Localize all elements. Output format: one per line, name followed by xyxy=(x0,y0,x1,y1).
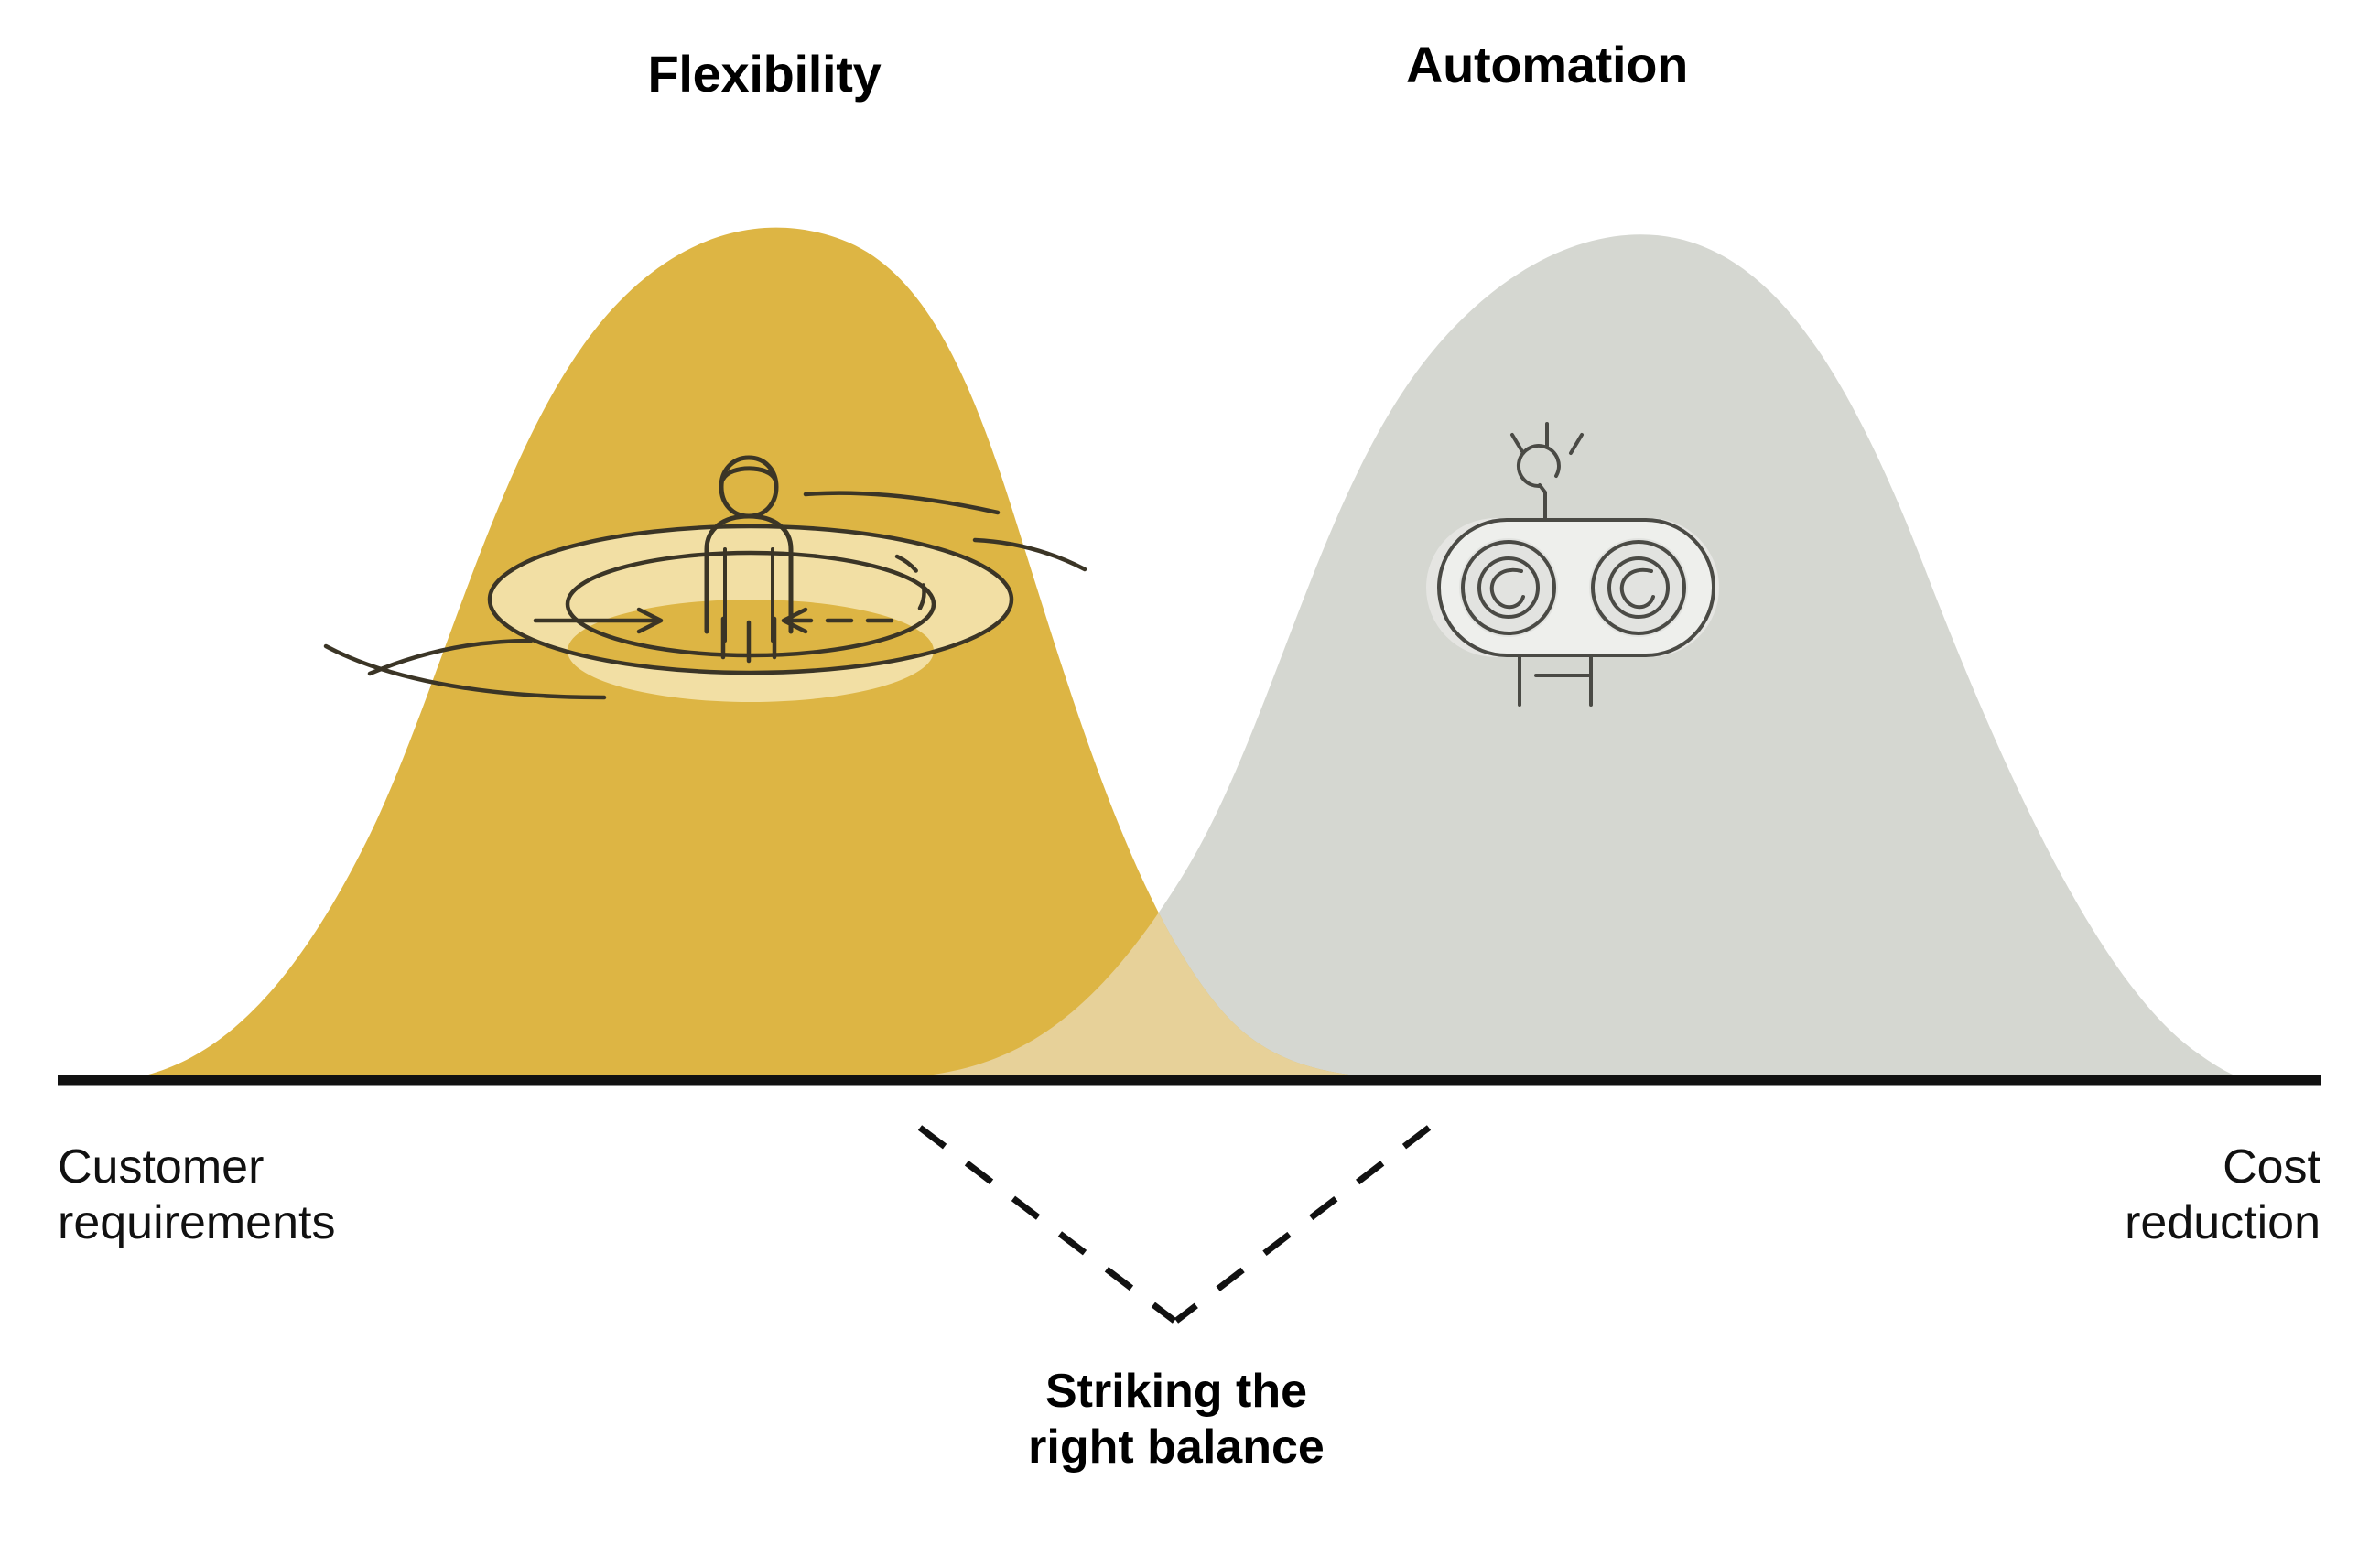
robot-head-icon xyxy=(1426,422,1719,707)
balance-callout: Striking the right balance xyxy=(1028,1364,1325,1476)
flexibility-title: Flexibility xyxy=(647,45,882,103)
balance-callout-line2: right balance xyxy=(1028,1421,1325,1475)
axis-label-cost-reduction: Cost reduction xyxy=(2125,1140,2320,1251)
axis-label-right-line2: reduction xyxy=(2125,1195,2320,1249)
axis-label-left-line1: Customer xyxy=(58,1140,265,1194)
balance-callout-line1: Striking the xyxy=(1044,1365,1308,1418)
person-in-circle-icon xyxy=(323,455,1087,702)
axis-label-customer-requirements: Customer requirements xyxy=(58,1140,335,1251)
automation-title: Automation xyxy=(1405,36,1689,93)
axis-label-left-line2: requirements xyxy=(58,1195,336,1249)
balance-leader-line xyxy=(917,1125,1432,1324)
axis-label-right-line1: Cost xyxy=(2223,1140,2320,1194)
